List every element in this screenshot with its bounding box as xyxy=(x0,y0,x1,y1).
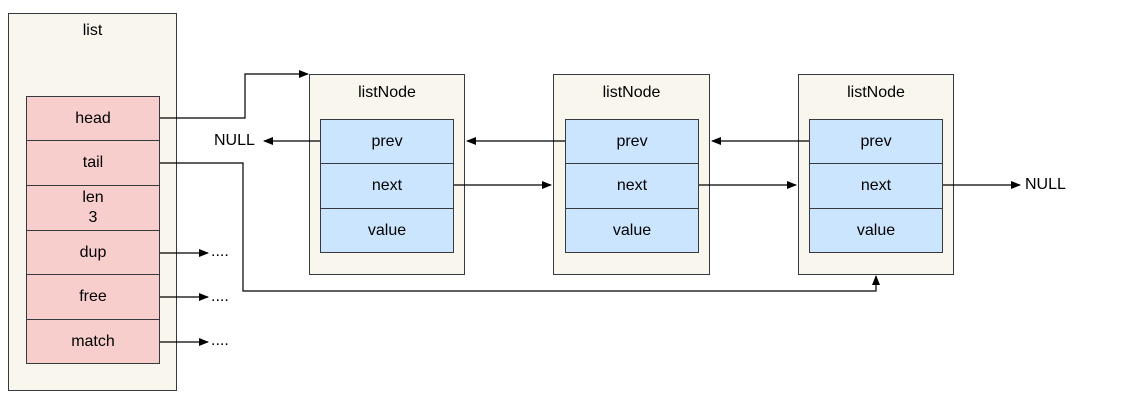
dup-ellipsis: .... xyxy=(211,243,229,260)
node-1-next: next xyxy=(320,163,454,209)
node-3-value: value xyxy=(809,208,943,253)
node-2-value: value xyxy=(565,208,699,253)
match-ellipsis: .... xyxy=(211,332,229,349)
node-1-value: value xyxy=(320,208,454,253)
list-title: list xyxy=(82,22,103,39)
list-node-title: listNode xyxy=(602,84,661,101)
null-right-label: NULL xyxy=(1025,176,1066,193)
list-node-title: listNode xyxy=(847,84,905,101)
node-3-next: next xyxy=(809,163,943,209)
null-left-label: NULL xyxy=(214,132,255,149)
head-arrow xyxy=(160,70,309,119)
list-field-dup: dup xyxy=(26,230,160,275)
node-1-prev: prev xyxy=(320,119,454,164)
node-2-next: next xyxy=(565,163,699,209)
list-node-title: listNode xyxy=(358,84,416,101)
list-field-tail: tail xyxy=(26,140,160,186)
list-field-head: head xyxy=(26,96,160,141)
list-field-free: free xyxy=(26,274,160,320)
list-field-match: match xyxy=(26,319,160,364)
node-3-prev: prev xyxy=(809,119,943,164)
list-field-len: len 3 xyxy=(26,185,160,231)
tail-arrow xyxy=(160,162,880,292)
node-2-prev: prev xyxy=(565,119,699,164)
free-ellipsis: .... xyxy=(211,288,229,305)
